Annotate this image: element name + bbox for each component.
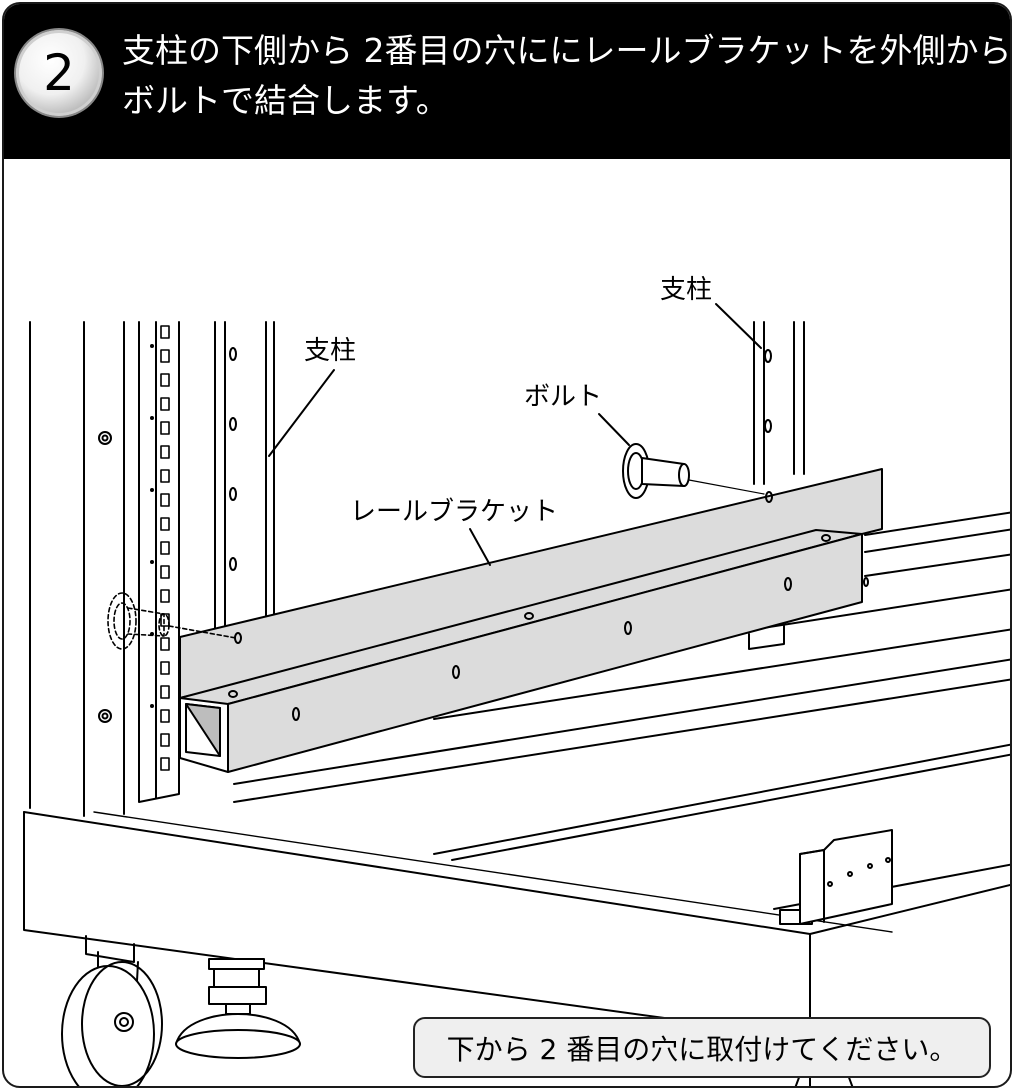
label-post-right: 支柱: [660, 275, 712, 305]
step-number: 2: [43, 44, 75, 102]
label-post-left: 支柱: [304, 336, 356, 366]
step-instruction-line1: 支柱の下側から 2番目の穴ににレールブラケットを外側から: [122, 31, 1012, 70]
leveling-foot: [175, 958, 301, 1059]
bolt-left: [107, 592, 237, 650]
label-rail-bracket: レールブラケット: [350, 497, 558, 527]
step-header: 2 支柱の下側から 2番目の穴ににレールブラケットを外側から ボルトで結合します…: [4, 4, 1010, 159]
channel-right: [799, 829, 893, 925]
rack-side-panel: [29, 321, 125, 817]
rear-post-right: [753, 321, 805, 485]
label-bolt: ボルト: [524, 382, 602, 412]
rack-illustration: 支柱 支柱 ボルト レールブラケット: [23, 275, 1010, 1086]
note-box: 下から 2 番目の穴に取付けてください。: [413, 1017, 991, 1078]
rack-base-frame: [23, 658, 1010, 1086]
step-instruction: 支柱の下側から 2番目の穴ににレールブラケットを外側から ボルトで結合します。: [122, 26, 1012, 126]
step-instruction-line2: ボルトで結合します。: [122, 81, 449, 120]
caster-wheel: [61, 935, 163, 1086]
rear-post-left: [214, 321, 275, 675]
bolt-right: [622, 443, 765, 499]
step-number-badge: 2: [16, 30, 102, 116]
rail-bracket-front: [227, 533, 863, 773]
post-left-holes: [160, 325, 170, 771]
post-left: [138, 321, 180, 803]
